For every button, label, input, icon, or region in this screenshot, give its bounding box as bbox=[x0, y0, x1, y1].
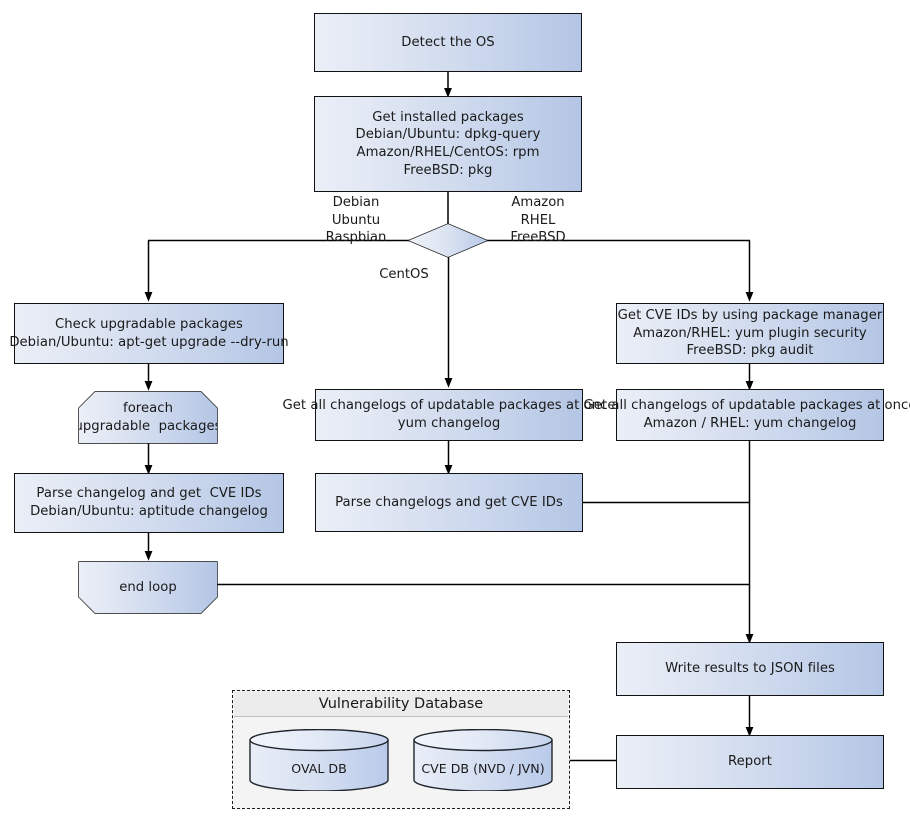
node-report[interactable]: Report bbox=[616, 735, 884, 789]
node-check-upgradable[interactable]: Check upgradable packages Debian/Ubuntu:… bbox=[9, 303, 289, 364]
node-detect-os-label: Detect the OS bbox=[401, 34, 495, 50]
node-get-cve-package-manager[interactable]: Get CVE IDs by using package manager Ama… bbox=[616, 303, 884, 364]
node-parse-changelog-debian[interactable]: Parse changelog and get CVE IDs Debian/U… bbox=[14, 473, 284, 533]
node-get-installed-packages-line4: FreeBSD: pkg bbox=[403, 162, 493, 178]
database-cve[interactable]: CVE DB (NVD / JVN) bbox=[413, 728, 553, 792]
edge-label-left-branch: Debian Ubuntu Raspbian bbox=[325, 195, 387, 246]
node-detect-os[interactable]: Detect the OS bbox=[314, 13, 582, 72]
node-get-installed-packages-line2: Debian/Ubuntu: dpkg-query bbox=[355, 127, 541, 143]
edge-label-right-branch: Amazon RHEL FreeBSD bbox=[510, 195, 566, 246]
node-write-json-label: Write results to JSON files bbox=[665, 661, 835, 677]
node-report-label: Report bbox=[727, 754, 772, 770]
node-get-cve-package-manager-line1: Get CVE IDs by using package manager bbox=[617, 308, 883, 324]
node-parse-changelogs-centos-label: Parse changelogs and get CVE IDs bbox=[335, 494, 563, 510]
node-check-upgradable-line2: Debian/Ubuntu: apt-get upgrade --dry-run bbox=[9, 334, 289, 350]
node-parse-changelogs-centos[interactable]: Parse changelogs and get CVE IDs bbox=[315, 473, 583, 532]
node-get-installed-packages-line1: Get installed packages bbox=[372, 109, 524, 125]
node-changelogs-centos-line2: yum changelog bbox=[397, 416, 501, 431]
node-get-installed-packages-line3: Amazon/RHEL/CentOS: rpm bbox=[356, 145, 540, 160]
node-write-json[interactable]: Write results to JSON files bbox=[616, 642, 884, 696]
node-changelogs-rhel-line2: Amazon / RHEL: yum changelog bbox=[643, 416, 857, 431]
node-changelogs-rhel-line1: Get all changelogs of updatable packages… bbox=[583, 398, 910, 414]
node-get-cve-package-manager-line2: Amazon/RHEL: yum plugin security bbox=[633, 325, 867, 341]
database-oval-shape bbox=[249, 728, 389, 792]
node-parse-changelog-debian-line2: Debian/Ubuntu: aptitude changelog bbox=[30, 504, 268, 519]
vulnerability-database-title: Vulnerability Database bbox=[318, 696, 484, 712]
node-foreach-loop-line2: upgradable packages bbox=[74, 418, 222, 434]
node-changelogs-centos-line1: Get all changelogs of updatable packages… bbox=[282, 398, 616, 414]
node-changelogs-rhel[interactable]: Get all changelogs of updatable packages… bbox=[583, 389, 910, 441]
vulnerability-database-title-band: Vulnerability Database bbox=[234, 692, 568, 717]
node-end-loop-label: end loop bbox=[119, 579, 177, 595]
node-get-cve-package-manager-line3: FreeBSD: pkg audit bbox=[686, 343, 814, 359]
database-oval-label: OVAL DB bbox=[291, 761, 347, 776]
database-cve-shape bbox=[413, 728, 553, 792]
database-cve-label: CVE DB (NVD / JVN) bbox=[421, 761, 545, 776]
node-parse-changelog-debian-line1: Parse changelog and get CVE IDs bbox=[36, 486, 262, 502]
node-check-upgradable-line1: Check upgradable packages bbox=[55, 316, 243, 332]
node-changelogs-centos[interactable]: Get all changelogs of updatable packages… bbox=[282, 389, 615, 441]
node-get-installed-packages[interactable]: Get installed packages Debian/Ubuntu: dp… bbox=[314, 96, 582, 192]
database-oval[interactable]: OVAL DB bbox=[249, 728, 389, 792]
node-os-decision[interactable] bbox=[409, 224, 487, 257]
node-foreach-loop[interactable]: foreach upgradable packages bbox=[79, 392, 217, 443]
node-foreach-loop-line1: foreach bbox=[123, 400, 173, 416]
node-end-loop[interactable]: end loop bbox=[79, 562, 217, 613]
edge-label-down-branch: CentOS bbox=[379, 267, 429, 282]
